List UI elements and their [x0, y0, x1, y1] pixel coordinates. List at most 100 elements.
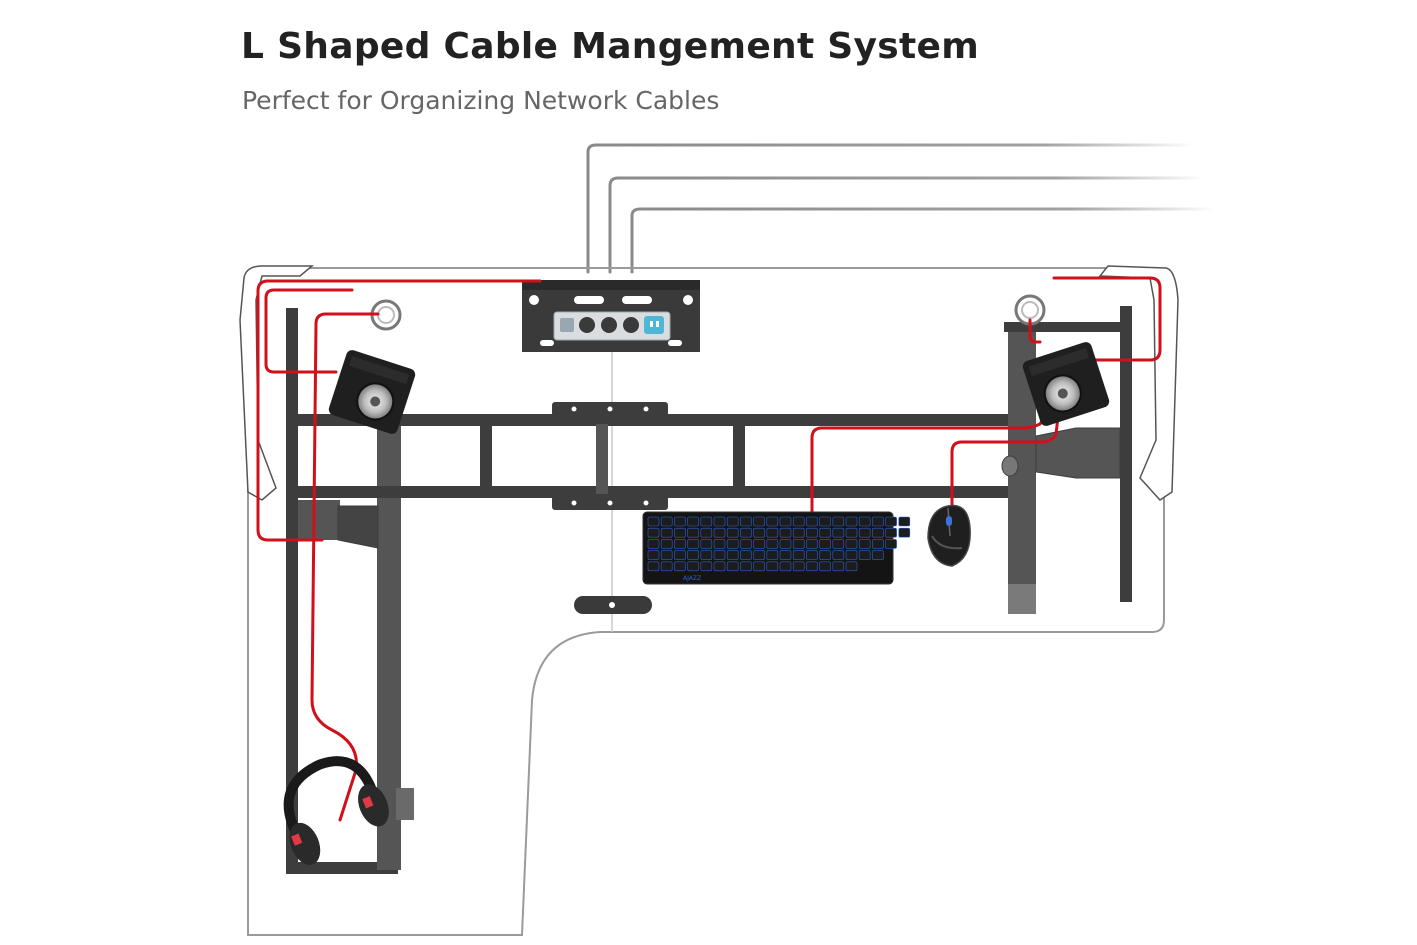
- crossbar-box-right: [733, 424, 745, 494]
- keyboard-key: [858, 550, 871, 560]
- keyboard-key: [845, 550, 858, 560]
- keyboard-key: [726, 516, 739, 527]
- keyboard-key: [872, 550, 884, 560]
- keyboard-key: [792, 539, 805, 549]
- keyboard-key: [832, 561, 845, 572]
- keyboard-key: [687, 516, 699, 527]
- keyboard-keys: [647, 516, 911, 572]
- keyboard-key: [766, 516, 779, 527]
- right-motor: [1035, 427, 1121, 479]
- mouse: [927, 504, 971, 567]
- keyboard-key: [674, 561, 686, 572]
- right-side-rail: [1120, 306, 1132, 602]
- right-top-rail: [1004, 322, 1132, 332]
- outlet-icon: [579, 317, 595, 333]
- keyboard-key: [832, 527, 845, 538]
- keyboard-key: [885, 527, 897, 538]
- keyboard-key: [740, 561, 752, 572]
- keyboard-key: [713, 516, 726, 527]
- outlet-icon: [623, 317, 639, 333]
- crossbar-box-mid-left: [596, 424, 608, 494]
- crossbar-box-left: [480, 424, 492, 494]
- keyboard-key: [832, 516, 845, 527]
- headphones: [283, 756, 389, 865]
- keyboard-key: [687, 561, 699, 572]
- keyboard-key: [647, 561, 660, 572]
- keyboard-key: [858, 516, 871, 527]
- keyboard-key: [687, 527, 699, 538]
- keyboard-key: [647, 527, 660, 538]
- cable-tray: [522, 280, 700, 352]
- page-title: L Shaped Cable Mangement System: [241, 26, 980, 67]
- speaker-left: [328, 350, 416, 434]
- keyboard-key: [819, 561, 831, 572]
- keyboard-key: [779, 539, 792, 549]
- keyboard-key: [806, 527, 818, 538]
- keyboard-key: [674, 527, 686, 538]
- keyboard-key: [858, 539, 871, 549]
- keyboard-key: [726, 527, 739, 538]
- keyboard: AJAZZ: [642, 511, 911, 585]
- keyboard-key: [660, 539, 673, 549]
- keyboard-key: [779, 527, 792, 538]
- keyboard-key: [713, 550, 726, 560]
- keyboard-key: [753, 561, 765, 572]
- keyboard-key: [832, 539, 845, 549]
- keyboard-key: [660, 561, 673, 572]
- keyboard-key: [806, 539, 818, 549]
- keyboard-key: [674, 550, 686, 560]
- outlet-icon: [601, 317, 617, 333]
- left-motor: [298, 500, 340, 540]
- keyboard-key: [819, 527, 831, 538]
- keyboard-key: [753, 539, 765, 549]
- keyboard-key: [700, 516, 713, 527]
- cable-mouse: [950, 398, 1062, 510]
- keyboard-key: [845, 516, 858, 527]
- left-edge-bracket: [239, 265, 315, 501]
- desk-frame: [286, 306, 1132, 874]
- outlet-icon: [644, 316, 664, 334]
- keyboard-key: [806, 516, 818, 527]
- network-cable-3: [630, 207, 1217, 274]
- keyboard-key: [700, 527, 713, 538]
- keyboard-key: [819, 550, 831, 560]
- keyboard-key: [674, 516, 686, 527]
- keyboard-key: [792, 550, 805, 560]
- keyboard-brand-mark: AJAZZ: [683, 575, 701, 582]
- keyboard-key: [845, 527, 858, 538]
- left-leg-foot: [396, 788, 414, 820]
- keyboard-key: [726, 539, 739, 549]
- keyboard-key: [647, 539, 660, 549]
- keyboard-key: [885, 539, 897, 549]
- keyboard-key: [647, 516, 660, 527]
- keyboard-key: [885, 516, 897, 527]
- keyboard-key: [766, 527, 779, 538]
- keyboard-key: [766, 561, 779, 572]
- network-cable-1: [586, 143, 1197, 274]
- top-crossbar: [286, 414, 1022, 426]
- keyboard-key: [872, 527, 884, 538]
- cable-top-right: [1052, 276, 1162, 362]
- cable-right-speaker: [1028, 318, 1042, 344]
- headphone-cup-left: [289, 822, 321, 865]
- keyboard-key: [700, 561, 713, 572]
- keyboard-key: [687, 550, 699, 560]
- keyboard-key: [740, 516, 752, 527]
- keyboard-key: [806, 550, 818, 560]
- right-leg-foot: [1008, 584, 1036, 614]
- keyboard-key: [713, 561, 726, 572]
- keyboard-key: [740, 527, 752, 538]
- keyboard-key: [898, 527, 911, 538]
- network-cable-2: [608, 176, 1207, 274]
- page-subtitle: Perfect for Organizing Network Cables: [242, 86, 720, 115]
- keyboard-key: [779, 561, 792, 572]
- power-strip: [553, 311, 671, 341]
- headphone-cup-right: [358, 784, 389, 827]
- keyboard-key: [792, 516, 805, 527]
- cable-top-left: [256, 279, 542, 542]
- keyboard-key: [713, 539, 726, 549]
- cables: [256, 276, 1162, 822]
- keyboard-key: [779, 550, 792, 560]
- keyboard-key: [726, 561, 739, 572]
